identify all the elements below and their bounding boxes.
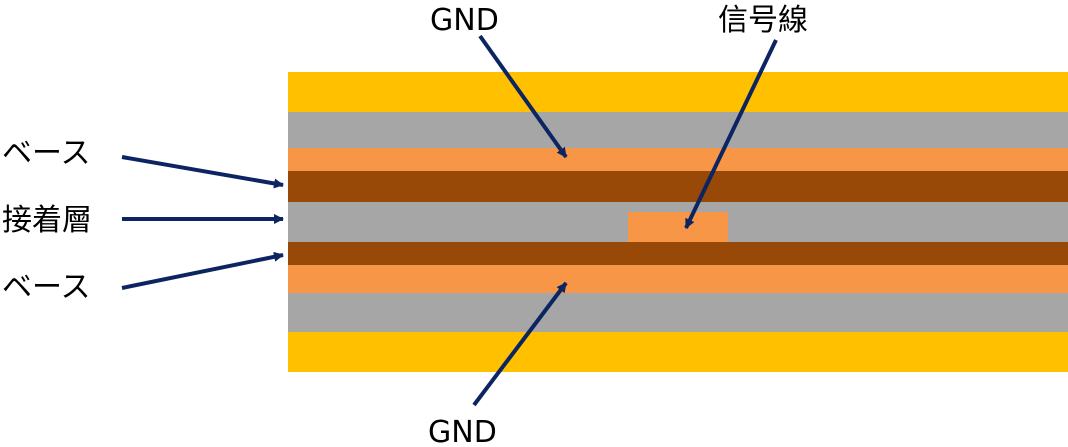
bottom-insulator-layer	[288, 293, 1068, 332]
top-base-layer	[288, 171, 1068, 202]
label-base-top: ベース	[2, 136, 91, 171]
arrow-base-top	[121, 155, 284, 189]
bottom-gnd-copper-layer	[288, 265, 1068, 293]
bottom-coverlay-layer	[288, 332, 1068, 372]
arrow-base-bottom	[121, 251, 284, 290]
bottom-base-layer	[288, 242, 1068, 265]
top-insulator-layer	[288, 112, 1068, 148]
callout-arrows	[121, 34, 778, 407]
top-coverlay-layer	[288, 72, 1068, 112]
arrow-gnd-top	[478, 34, 568, 159]
arrow-gnd-bottom	[472, 281, 568, 407]
label-signal-line: 信号線	[718, 3, 808, 38]
top-gnd-copper-layer	[288, 148, 1068, 171]
layer-stack	[288, 72, 1068, 372]
label-gnd-bottom: GND	[428, 415, 497, 447]
label-gnd-top: GND	[430, 3, 499, 38]
arrow-signal-line	[684, 39, 778, 229]
callout-labels: GND 信号線 ベース 接着層 ベース GND	[2, 3, 808, 447]
label-adhesive: 接着層	[2, 203, 92, 238]
signal-line-trace	[628, 212, 728, 242]
label-base-bottom: ベース	[2, 270, 91, 305]
